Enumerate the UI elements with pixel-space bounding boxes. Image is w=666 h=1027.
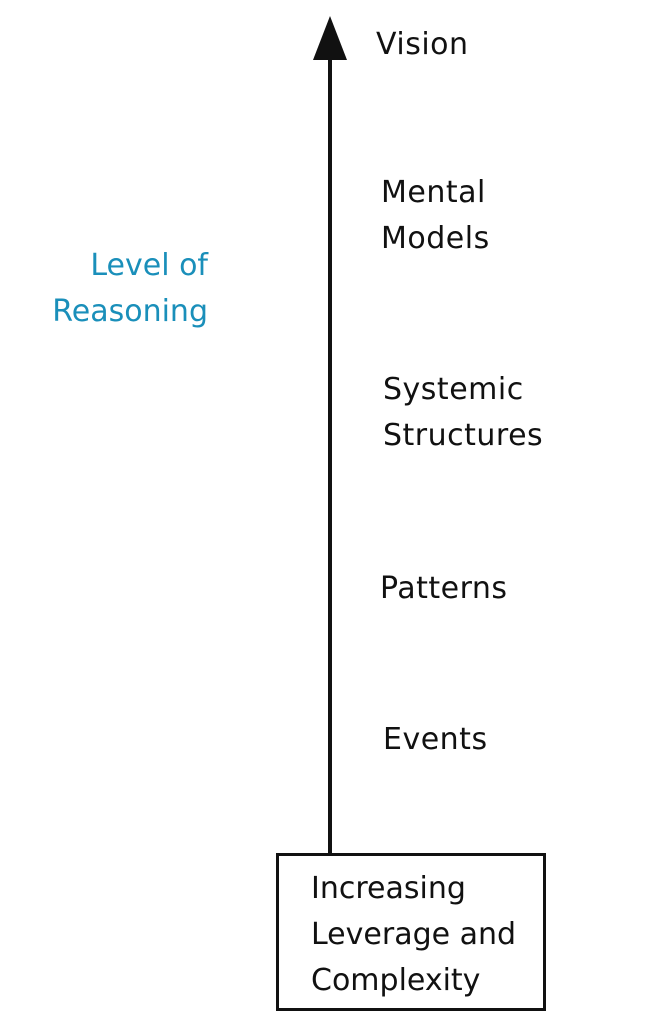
level-events-label: Events xyxy=(383,722,488,757)
level-mental-models-line-1: Mental xyxy=(381,175,486,210)
level-mental-models: Mental Models xyxy=(381,170,490,262)
level-patterns: Patterns xyxy=(380,566,508,612)
axis-label-line-1: Level of xyxy=(90,248,208,283)
level-patterns-label: Patterns xyxy=(380,571,508,606)
arrow-head-icon xyxy=(313,16,347,60)
box-text-line-3: Complexity xyxy=(311,963,481,998)
box-text-line-2: Leverage and xyxy=(311,917,517,952)
box-text: Increasing Leverage and Complexity xyxy=(311,866,516,1004)
level-vision-label: Vision xyxy=(376,27,469,62)
axis-label-line-2: Reasoning xyxy=(52,294,208,329)
leverage-complexity-box: Increasing Leverage and Complexity xyxy=(276,853,546,1011)
level-systemic-structures: Systemic Structures xyxy=(383,367,543,459)
level-mental-models-line-2: Models xyxy=(381,221,490,256)
level-of-reasoning-label: Level of Reasoning xyxy=(52,243,208,335)
level-vision: Vision xyxy=(376,22,469,68)
level-systemic-structures-line-1: Systemic xyxy=(383,372,524,407)
level-events: Events xyxy=(383,717,488,763)
box-text-line-1: Increasing xyxy=(311,871,466,906)
level-systemic-structures-line-2: Structures xyxy=(383,418,544,453)
